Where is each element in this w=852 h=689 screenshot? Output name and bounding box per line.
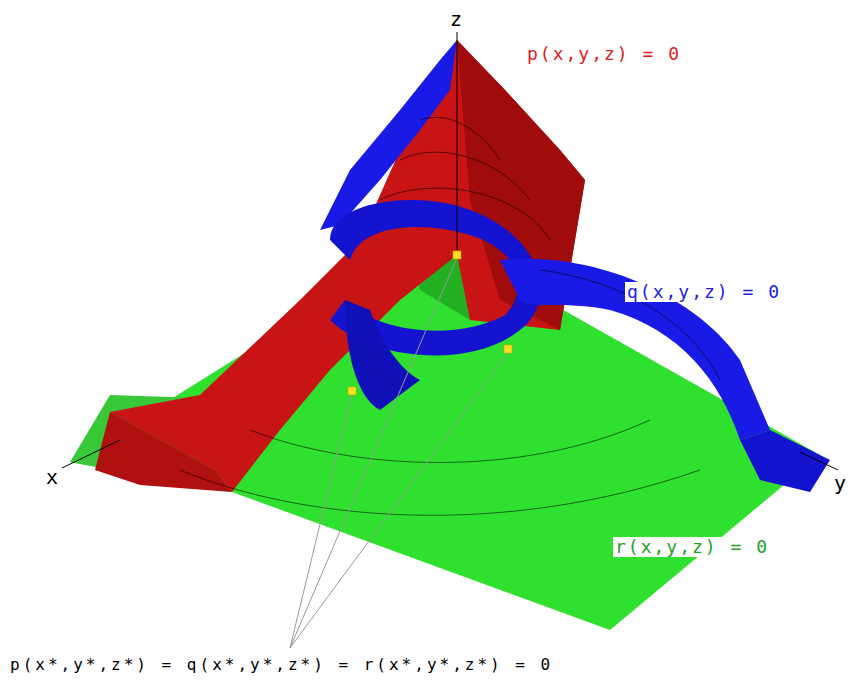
intersection-points [348,251,512,395]
axis-label: z [450,8,462,30]
blue-corner [740,430,830,492]
axis-label: x [44,466,60,488]
leader-lines [290,260,507,648]
blue-ribbon-front [345,300,420,410]
axes [62,32,838,470]
contour-lines [180,117,720,515]
surface-label: p(x,y,z) = 0 [525,44,683,64]
red-lower-wing [95,412,232,492]
surface-label: q(x,y,z) = 0 [625,282,783,302]
equation-caption: p(x*,y*,z*) = q(x*,y*,z*) = r(x*,y*,z*) … [8,656,555,674]
surface-label: r(x,y,z) = 0 [613,537,771,557]
axis-label: y [832,472,848,494]
